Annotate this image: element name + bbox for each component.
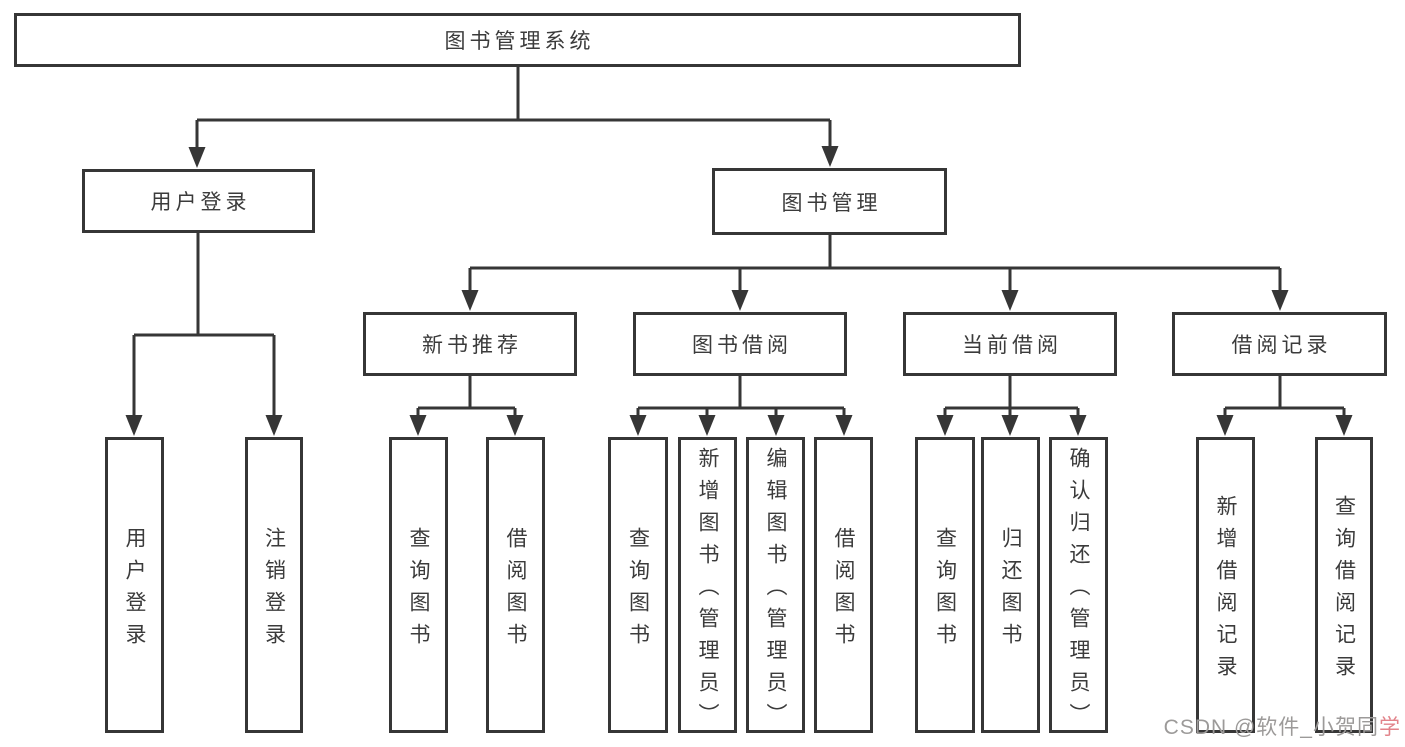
- leaf-borrow-books: 借阅图书: [486, 437, 545, 733]
- node-library-management-system: 图书管理系统: [14, 13, 1021, 67]
- node-label: 用户登录: [123, 526, 146, 655]
- node-label: 借阅图书: [504, 526, 527, 655]
- node-current-borrowing: 当前借阅: [903, 312, 1117, 376]
- node-label: 借阅图书: [832, 526, 855, 655]
- node-label: 图书管理系统: [444, 30, 595, 53]
- node-label: 查询图书: [933, 526, 957, 655]
- node-label: 归还图书: [999, 526, 1022, 655]
- node-label: 新增借阅记录: [1214, 494, 1237, 687]
- watermark-text: CSDN @软件_小贺同: [1163, 716, 1379, 739]
- node-user-login: 用户登录: [82, 169, 315, 233]
- node-label: 编辑图书（管理员）: [764, 446, 787, 735]
- leaf-edit-books-admin: 编辑图书（管理员）: [746, 437, 805, 735]
- node-book-management: 图书管理: [712, 168, 947, 235]
- leaf-borrow-books: 借阅图书: [814, 437, 873, 733]
- node-label: 图书管理: [781, 191, 882, 215]
- leaf-add-books-admin: 新增图书（管理员）: [678, 437, 737, 735]
- node-new-book-recommendation: 新书推荐: [363, 312, 577, 376]
- node-label: 图书借阅: [692, 334, 792, 357]
- node-book-borrowing: 图书借阅: [633, 312, 847, 376]
- leaf-add-borrow-record: 新增借阅记录: [1196, 437, 1255, 733]
- leaf-query-borrow-record: 查询借阅记录: [1315, 437, 1373, 733]
- leaf-logout: 注销登录: [245, 437, 303, 733]
- csdn-watermark: CSDN @软件_小贺同学: [1164, 711, 1401, 741]
- leaf-user-login: 用户登录: [105, 437, 164, 733]
- leaf-query-books: 查询图书: [915, 437, 975, 733]
- node-label: 查询借阅记录: [1332, 494, 1356, 687]
- node-label: 新书推荐: [422, 334, 522, 357]
- node-label: 确认归还（管理员）: [1067, 446, 1090, 735]
- leaf-query-books: 查询图书: [389, 437, 448, 733]
- node-label: 查询图书: [626, 526, 650, 655]
- node-label: 当前借阅: [962, 334, 1062, 357]
- leaf-query-books: 查询图书: [608, 437, 668, 733]
- watermark-text-accent: 学: [1379, 716, 1401, 739]
- node-label: 用户登录: [150, 191, 251, 214]
- node-label: 查询图书: [407, 526, 430, 655]
- node-borrowing-records: 借阅记录: [1172, 312, 1387, 376]
- leaf-return-books: 归还图书: [981, 437, 1040, 733]
- node-label: 新增图书（管理员）: [696, 446, 719, 735]
- leaf-confirm-return-admin: 确认归还（管理员）: [1049, 437, 1108, 735]
- node-label: 注销登录: [262, 526, 286, 655]
- node-label: 借阅记录: [1231, 334, 1332, 357]
